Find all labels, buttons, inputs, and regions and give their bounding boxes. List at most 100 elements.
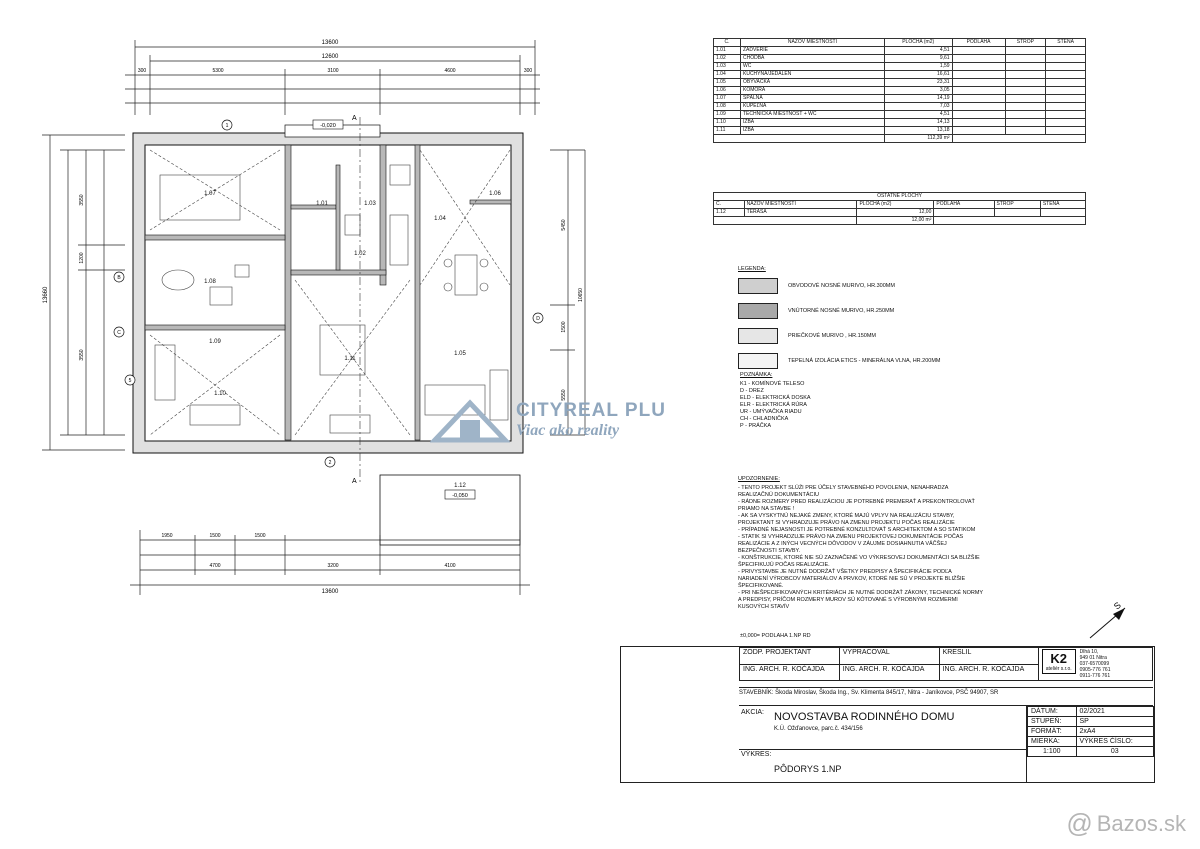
rooms-cell [951,86,1006,95]
rooms-cell [1004,54,1047,63]
entrance-level-box [312,119,344,130]
other-total: 12,00 m² [856,216,935,225]
stupen: SP [1075,716,1154,727]
rooms-cell: KOMORA [740,86,885,95]
rooms-header-2: PLOCHA (m2) [883,38,953,47]
zero-level-note: ±0,000= PODLAHA 1.NP RD [740,633,811,639]
vykres: PÔDORYS 1.NP [774,764,842,774]
akcia-label: AKCIA: [741,709,764,716]
rooms-cell: 1.11 [713,126,741,135]
rooms-header-1: NÁZOV MIESTNOSTI [740,38,885,47]
abbrev-item: ELR - ELEKTRICKÁ RÚRA [740,402,807,408]
rooms-cell: 4,51 [883,46,953,55]
rooms-cell [1004,126,1047,135]
rooms-cell: IZBA [740,118,885,127]
legend-label: VNÚTORNÉ NOSNÉ MURIVO, HR.250MM [788,307,895,314]
top-dim-0: 300 [138,68,147,74]
rooms-total-row: 112,39 m² [713,134,1087,143]
room-label-1-10: 1.10 [214,391,226,397]
rooms-cell: ZÁDVERIE [740,46,885,55]
address-line: Dlhá 10, [1079,649,1099,655]
legend-title: LEGENDA: [738,266,766,272]
other-header-1: NÁZOV MIESTNOSTI [743,200,858,209]
note-item: - PRIVYSTAVBE JE NUTNÉ DODRŽAŤ VŠETKY PR… [738,569,966,589]
address-line: 949 01 Nitra [1079,655,1107,661]
furniture [149,149,511,436]
rooms-cell [951,46,1006,55]
rooms-cell: 16,61 [883,70,953,79]
right-dim-0: 5450 [561,219,567,230]
axis-bubbles [113,119,544,468]
right-dimension-lines [550,149,586,436]
akcia: NOVOSTAVBA RODINNÉHO DOMU [774,711,955,723]
rooms-cell [1045,62,1086,71]
inner-width-dim: 12600 [322,54,339,60]
left-dimension-lines [42,134,125,451]
rooms-cell: 1.08 [713,102,741,111]
top-dim-2: 3100 [327,68,338,74]
note-item: - STATIK SI VYHRADZUJE PRÁVO NA ZMENU PR… [738,534,964,554]
bottom-dim-3: 4700 [209,563,220,569]
right-dim-1: 1500 [561,321,567,332]
rooms-cell: TECHNICKÁ MIESTNOSŤ + WC [740,110,885,119]
room-label-1-07: 1.07 [204,191,216,197]
rooms-cell [1045,86,1086,95]
bottom-total-dim: 13600 [322,589,339,595]
legend-item: VNÚTORNÉ NOSNÉ MURIVO, HR.250MM [738,303,1038,319]
bottom-dim-4: 3200 [327,563,338,569]
rooms-cell: SPÁLŇA [740,94,885,103]
interior-floor [144,144,512,442]
bottom-dim-2: 1500 [254,533,265,539]
terrace [379,474,521,546]
site-badge: @ Bazos.sk [1066,808,1186,838]
legend-label: TEPELNÁ IZOLÁCIA ETICS - MINERÁLNA VLNA,… [788,357,941,364]
top-dimension-lines [125,40,540,115]
rooms-cell: 3,05 [883,86,953,95]
top-dim-1: 5300 [212,68,223,74]
legend-label: PRIEČKOVÉ MURIVO , HR.150MM [788,332,877,339]
rooms-header-4: STROP [1004,38,1047,47]
left-total-dim: 13660 [43,286,49,303]
zodp-label: ZODP. PROJEKTANT [739,647,840,665]
rooms-cell: 13,18 [883,126,953,135]
legend-swatch [738,303,778,319]
cislo: 03 [1075,746,1154,757]
legend-swatch [738,353,778,369]
rooms-cell [951,94,1006,103]
notes-title: UPOZORNENIE: [738,476,780,482]
room-label-1-09: 1.09 [209,339,221,345]
rooms-cell [1004,70,1047,79]
left-dim-1: 1200 [79,252,85,263]
room-label-1-12: 1.12 [454,483,466,489]
legend-item: OBVODOVÉ NOSNÉ MURIVO, HR.300MM [738,278,1038,294]
left-dim-2: 3550 [79,349,85,360]
stavebnik: STAVEBNÍK: Škoda Miroslav, Škoda Ing., S… [739,687,1153,696]
abbrev-item: P - PRÁČKA [740,423,772,429]
axis-mark-6: 5 [129,378,132,384]
rooms-cell [1004,94,1047,103]
watermark-building-icon [430,399,510,443]
room-label-1-11: 1.11 [344,356,356,362]
other-cell: TERASA [743,208,858,217]
rooms-cell: 1.03 [713,62,741,71]
rooms-cell: 1.05 [713,78,741,87]
rooms-cell: 14,19 [883,94,953,103]
title-block: ZODP. PROJEKTANT VYPRACOVAL KRESLIL K2 a… [620,646,1155,783]
bottom-dim-0: 1950 [161,533,172,539]
terrace-level-box [444,489,476,500]
bottom-dimension-lines [130,530,530,595]
rooms-cell [1004,110,1047,119]
room-label-1-02: 1.02 [354,251,366,257]
axis-mark-5: D [536,316,540,322]
rooms-cell [1004,102,1047,111]
rooms-cell [1004,86,1047,95]
rooms-cell: IZBA [740,126,885,135]
